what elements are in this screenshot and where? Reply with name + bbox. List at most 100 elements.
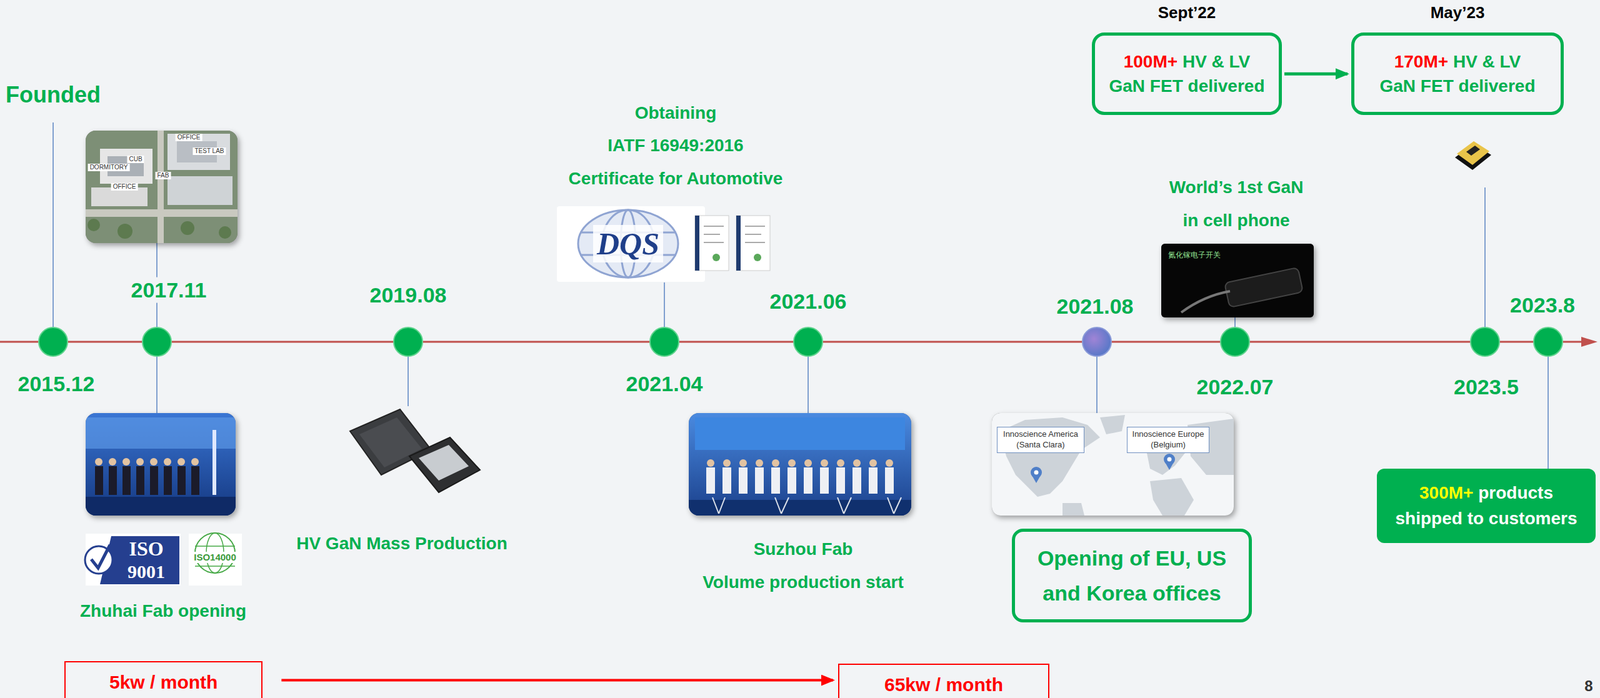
timeline-label: DQS bbox=[593, 225, 664, 263]
art-line bbox=[195, 545, 235, 547]
art-circle bbox=[117, 223, 133, 239]
art-rect bbox=[163, 466, 172, 495]
art-polygon bbox=[1062, 503, 1085, 516]
art-circle bbox=[793, 327, 823, 357]
art-polygon bbox=[1031, 474, 1042, 484]
chip-illustration bbox=[350, 409, 480, 493]
timeline-label: TEST LAB bbox=[192, 147, 226, 155]
art-rect bbox=[820, 467, 829, 494]
timeline-label: 2023.8 bbox=[1506, 292, 1579, 319]
art-rect bbox=[191, 466, 200, 495]
art-line bbox=[718, 497, 725, 514]
art-rect bbox=[695, 417, 905, 450]
art-rect bbox=[771, 467, 780, 494]
timeline-label: 2021.08 bbox=[1053, 293, 1138, 320]
art-line bbox=[745, 233, 762, 235]
art-circle bbox=[191, 458, 199, 466]
art-g bbox=[703, 226, 765, 243]
art-line bbox=[703, 233, 720, 235]
art-polygon bbox=[418, 445, 469, 481]
art-line bbox=[703, 225, 724, 227]
timeline-label: in cell phone bbox=[1178, 210, 1294, 232]
art-rect bbox=[722, 467, 732, 494]
art-circle bbox=[150, 458, 158, 466]
shipment-box: 300M+products shipped to customers bbox=[1376, 468, 1596, 544]
art-polygon bbox=[1000, 417, 1100, 497]
art-line bbox=[745, 225, 765, 227]
timeline-label: DORMITORY bbox=[88, 163, 130, 172]
art-rect bbox=[736, 215, 741, 271]
art-rect bbox=[85, 496, 236, 516]
art-line bbox=[1096, 356, 1098, 414]
dqs-globe bbox=[578, 210, 679, 278]
art-circle bbox=[771, 459, 780, 467]
art-rect bbox=[85, 533, 181, 586]
art-line bbox=[781, 497, 789, 514]
art-circle bbox=[723, 459, 731, 467]
timeline-label: OFFICE bbox=[111, 183, 139, 191]
art-g bbox=[1030, 453, 1175, 484]
art-rect bbox=[991, 413, 1234, 516]
aerial-photo bbox=[85, 130, 238, 244]
art-circle bbox=[108, 458, 117, 466]
art-line bbox=[837, 497, 844, 514]
art-line bbox=[807, 356, 809, 414]
photo-shadow bbox=[1161, 243, 1314, 318]
timeline-label: 2017.11 bbox=[126, 277, 210, 304]
connector-arrow bbox=[1284, 72, 1348, 76]
art-g bbox=[706, 459, 894, 467]
suzhou-photo bbox=[688, 413, 912, 516]
art-circle bbox=[1220, 327, 1250, 357]
art-rect bbox=[167, 176, 233, 205]
art-path bbox=[1181, 291, 1230, 313]
milestone-box: May’23170M+HV & LV GaN FET delivered bbox=[1351, 32, 1564, 115]
art-polygon bbox=[1456, 141, 1490, 165]
art-circle bbox=[885, 459, 894, 467]
art-rect bbox=[688, 500, 912, 516]
art-polygon bbox=[409, 437, 480, 493]
timeline-label: Obtaining bbox=[631, 102, 721, 124]
milestone-box: Sept’22100M+HV & LV GaN FET delivered bbox=[1091, 32, 1282, 115]
art-line bbox=[843, 497, 852, 514]
art-rect bbox=[787, 467, 797, 494]
art-circle bbox=[869, 459, 877, 467]
timeline-label: 8 bbox=[1580, 677, 1597, 696]
art-circle bbox=[788, 459, 796, 467]
art-polygon bbox=[1466, 145, 1480, 156]
node-text-wrap: Innoscience America (Santa Clara) bbox=[1000, 429, 1082, 451]
art-rect bbox=[836, 467, 845, 494]
box-text: 65kw / month bbox=[884, 674, 1004, 695]
box-text: Innoscience America (Santa Clara) bbox=[1003, 429, 1079, 450]
timeline-label: 2021.06 bbox=[766, 288, 851, 315]
box-text: 300M+ bbox=[1419, 483, 1474, 503]
art-circle bbox=[820, 459, 829, 467]
art-g bbox=[706, 467, 894, 494]
box-text: Innoscience Europe (Belgium) bbox=[1132, 429, 1205, 450]
art-line bbox=[1547, 356, 1549, 469]
art-line bbox=[703, 241, 724, 244]
box-text: Opening of EU, US and Korea offices bbox=[1037, 546, 1227, 605]
art-rect bbox=[150, 466, 159, 495]
art-circle bbox=[136, 458, 144, 466]
timeline-label: Suzhou Fab bbox=[750, 538, 857, 560]
art-circle bbox=[853, 459, 861, 467]
connector-arrow bbox=[281, 679, 834, 682]
timeline-label: 2015.12 bbox=[14, 371, 99, 397]
photo-shadow bbox=[85, 413, 236, 516]
node-text-wrap: 100M+HV & LV GaN FET delivered bbox=[1106, 49, 1268, 99]
timeline-label: OFFICE bbox=[175, 133, 203, 142]
timeline-label: 氮化镓电子开关 bbox=[1166, 250, 1223, 260]
art-rect bbox=[1224, 267, 1304, 308]
capacity-box: 65kw / month bbox=[838, 663, 1050, 698]
art-polygon bbox=[1100, 415, 1125, 435]
node-text-wrap: Innoscience Europe (Belgium) bbox=[1130, 429, 1207, 451]
timeline-label: Volume production start bbox=[698, 571, 908, 594]
art-circle bbox=[1470, 327, 1500, 357]
timeline-dots bbox=[38, 327, 1563, 357]
node-text-wrap: Opening of EU, US and Korea offices bbox=[1028, 540, 1235, 611]
art-rect bbox=[108, 466, 117, 495]
iso14000-logo bbox=[188, 533, 242, 586]
art-polyline bbox=[91, 545, 110, 569]
timeline-label: 2019.08 bbox=[366, 282, 451, 309]
